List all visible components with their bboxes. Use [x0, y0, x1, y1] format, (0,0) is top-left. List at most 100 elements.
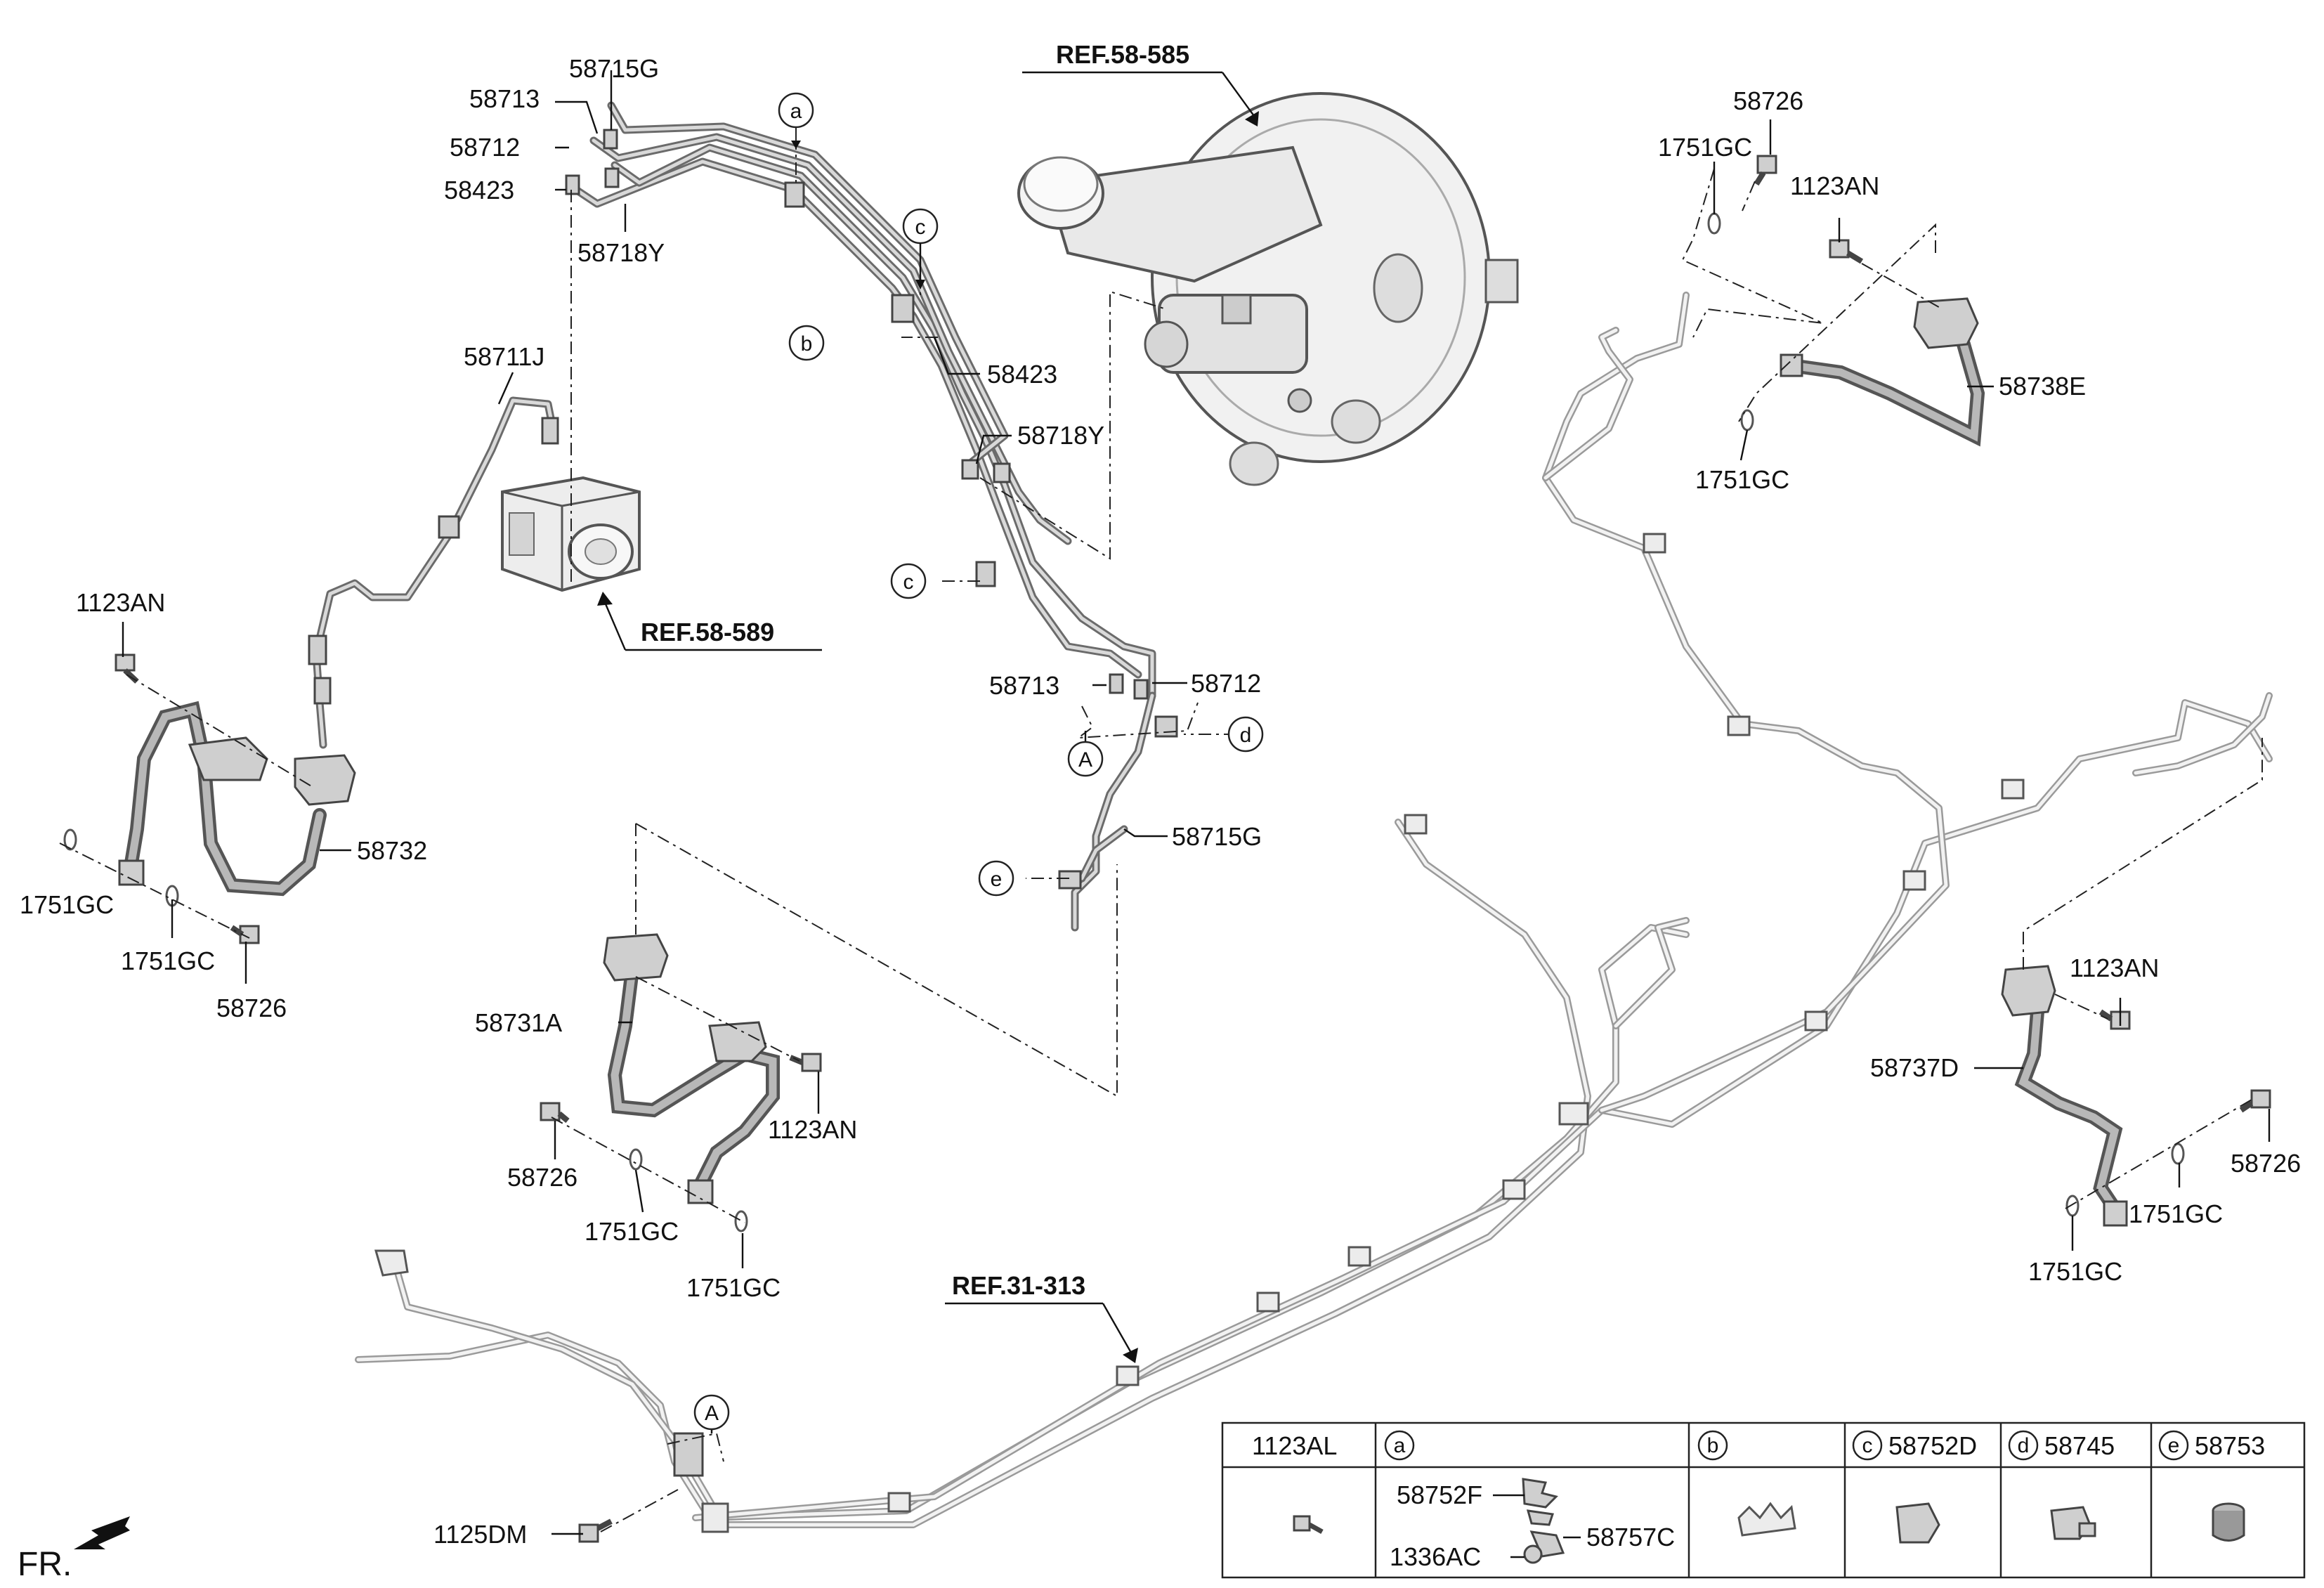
ref-31-313: REF.31-313: [952, 1271, 1085, 1300]
callout-e: e: [978, 860, 1014, 897]
label-1123AN-mid: 1123AN: [768, 1115, 857, 1144]
label-58711J: 58711J: [464, 342, 544, 371]
hose-58738E: [1780, 297, 1985, 447]
label-58712-mid: 58712: [1191, 669, 1261, 698]
svg-text:58753: 58753: [2195, 1431, 2265, 1460]
legend-bolt-1123AL-icon: [1293, 1515, 1324, 1535]
label-58726-left: 58726: [216, 994, 287, 1022]
front-label: FR.: [18, 1546, 72, 1583]
svg-text:a: a: [790, 100, 802, 123]
bolt-58726-tr: [1754, 155, 1777, 186]
reference-arrows: [597, 71, 1259, 1363]
front-direction-marker: FR.: [18, 1516, 130, 1583]
svg-text:b: b: [801, 332, 813, 356]
callout-b: b: [788, 325, 825, 361]
callout-bubbles: a c b c d e A A: [693, 92, 1264, 1431]
label-1751GC-left-1: 1751GC: [20, 890, 114, 919]
legend-label-58757C: 58757C: [1586, 1523, 1675, 1551]
bolt-1125DM: [578, 1518, 613, 1543]
label-58715G-mid: 58715G: [1172, 822, 1262, 851]
label-58726-tr: 58726: [1733, 86, 1803, 115]
label-58423-top: 58423: [444, 176, 514, 204]
bolt-1123AN-rr: [2098, 1009, 2131, 1030]
label-1751GC-rr-1: 1751GC: [2129, 1199, 2223, 1228]
label-58738E: 58738E: [1999, 372, 2086, 401]
legend-header-1123AL: 1123AL: [1252, 1431, 1337, 1460]
svg-text:58745: 58745: [2044, 1431, 2115, 1460]
callout-c-mid: c: [890, 563, 927, 599]
svg-text:a: a: [1394, 1434, 1406, 1457]
fastener-parts: [63, 155, 2271, 1543]
bolt-58726-left: [230, 925, 260, 944]
legend-clip-c-icon: [1895, 1502, 1940, 1544]
svg-text:A: A: [1078, 748, 1092, 772]
bolt-58726-mid: [540, 1102, 570, 1124]
reference-labels: REF.58-585 REF.58-589 REF.31-313: [641, 40, 1189, 1300]
part-labels: 58715G 58713 58712 58423 58718Y 58711J 5…: [20, 54, 2301, 1549]
label-58718Y-top: 58718Y: [577, 238, 665, 267]
bolt-1123AN-left: [115, 653, 139, 684]
label-58712-top: 58712: [450, 133, 520, 162]
svg-text:c: c: [915, 216, 926, 239]
ref-58-585: REF.58-585: [1056, 40, 1189, 69]
bolt-58726-rr: [2239, 1089, 2271, 1113]
svg-text:e: e: [991, 868, 1003, 891]
legend-header-c: c 58752D: [1852, 1430, 1977, 1461]
label-58713-top: 58713: [469, 84, 540, 113]
svg-text:d: d: [1240, 724, 1252, 747]
leader-lines: [122, 70, 2271, 1535]
label-58423-mid: 58423: [987, 360, 1057, 389]
legend-header-b: b: [1697, 1430, 1728, 1461]
brake-booster-assembly: [1017, 92, 1519, 486]
legend-clip-a-icon: [1522, 1478, 1565, 1564]
callout-A-bottom: A: [693, 1394, 730, 1431]
callout-A-top: A: [1067, 741, 1104, 777]
svg-text:b: b: [1707, 1434, 1719, 1457]
svg-text:58752D: 58752D: [1888, 1431, 1977, 1460]
svg-text:A: A: [705, 1402, 719, 1425]
label-58713-mid: 58713: [989, 671, 1059, 700]
callout-d: d: [1227, 716, 1264, 753]
label-1751GC-mid-1: 1751GC: [585, 1217, 679, 1246]
label-58737D: 58737D: [1870, 1053, 1959, 1082]
legend-label-58752F: 58752F: [1397, 1480, 1482, 1509]
legend-header-d: d 58745: [2008, 1430, 2115, 1461]
label-58731A: 58731A: [475, 1008, 562, 1037]
label-58718Y-mid: 58718Y: [1017, 421, 1104, 450]
label-58726-mid: 58726: [507, 1163, 577, 1192]
label-58726-rr: 58726: [2231, 1149, 2301, 1178]
label-1123AN-tr: 1123AN: [1790, 171, 1879, 200]
underbody-brake-lines: [355, 292, 2273, 1533]
front-arrow-icon: [74, 1516, 130, 1549]
legend-label-1336AC: 1336AC: [1390, 1542, 1481, 1571]
label-58715G-top: 58715G: [569, 54, 659, 83]
tube-58711J: [308, 396, 559, 749]
legend-grommet-e-icon: [2212, 1502, 2245, 1542]
bolt-1123AN-tr: [1829, 239, 1864, 264]
bolt-1123AN-mid: [789, 1053, 822, 1072]
label-1751GC-tr-2: 1751GC: [1695, 465, 1789, 494]
svg-text:c: c: [1862, 1434, 1873, 1457]
ref-58-589: REF.58-589: [641, 618, 774, 646]
label-1751GC-rr-2: 1751GC: [2028, 1257, 2122, 1286]
callout-a: a: [778, 92, 814, 129]
hose-58732: [118, 701, 356, 897]
label-1751GC-tr-1: 1751GC: [1658, 133, 1752, 162]
legend-clip-b-icon: [1737, 1502, 1796, 1537]
label-1125DM: 1125DM: [433, 1520, 527, 1549]
callout-c-top: c: [902, 208, 939, 245]
legend-table: 1123AL a b c 58752D d 58745 e 58753: [1221, 1421, 2306, 1579]
hose-58737D: [2001, 965, 2128, 1227]
legend-clip-d-icon: [2050, 1506, 2096, 1540]
hose-58731A: [603, 933, 780, 1204]
svg-text:e: e: [2168, 1434, 2180, 1457]
abs-module: [501, 476, 641, 592]
label-1123AN-rr: 1123AN: [2070, 954, 2159, 982]
svg-text:d: d: [2018, 1434, 2030, 1457]
label-1751GC-mid-2: 1751GC: [686, 1273, 781, 1302]
svg-text:c: c: [903, 571, 914, 594]
label-58732: 58732: [357, 836, 427, 865]
legend-header-a: a: [1384, 1430, 1415, 1461]
label-1751GC-left-2: 1751GC: [121, 946, 215, 975]
label-1123AN-left: 1123AN: [76, 588, 165, 617]
